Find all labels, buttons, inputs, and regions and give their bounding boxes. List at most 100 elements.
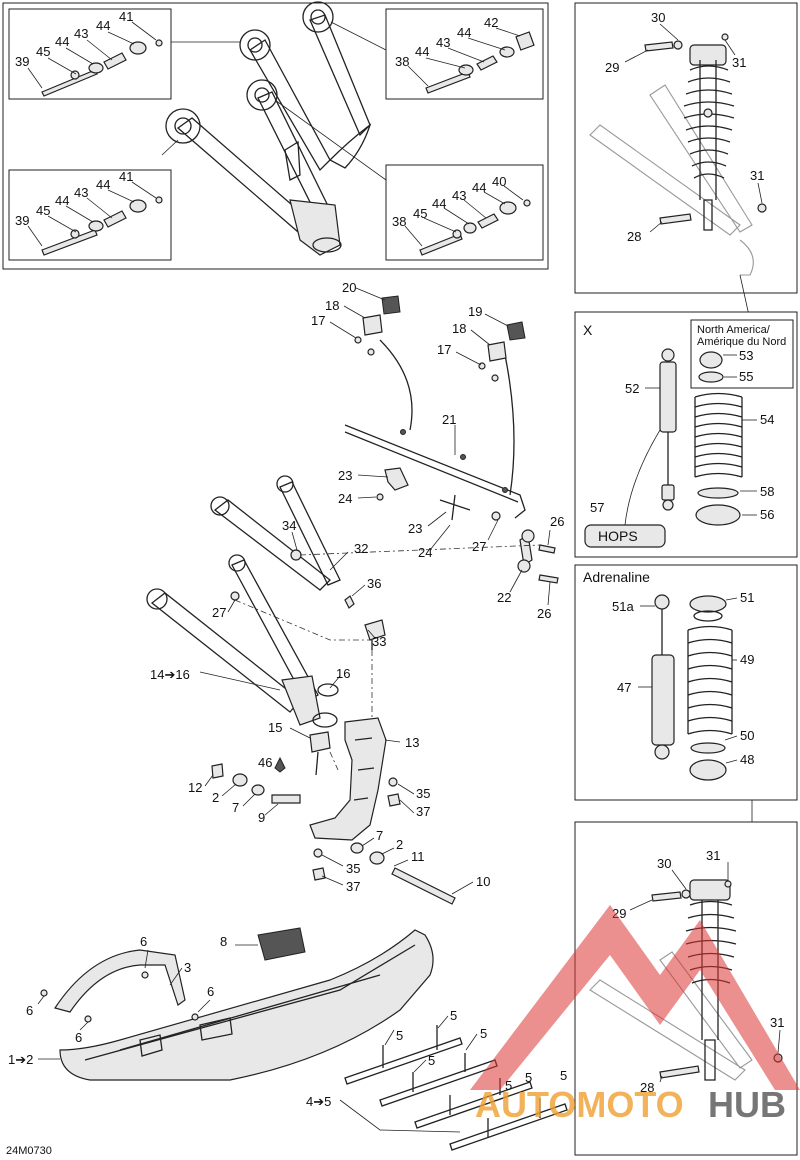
spindle-drawing: 13 (309, 717, 419, 841)
callout-7: 7 (376, 828, 383, 843)
bushing-inset-top-left: 39 45 44 43 44 41 (8, 8, 172, 100)
callout-54: 54 (760, 412, 774, 427)
shock-panel-x: X North America/ Amérique du Nord 53 55 … (574, 311, 798, 558)
shock-panel-adrenaline-frame (574, 564, 798, 801)
callout-37: 37 (346, 879, 360, 894)
callout-6: 6 (140, 934, 147, 949)
shock-panel-adrenaline: Adrenaline 51a 47 51 49 50 48 (574, 564, 798, 801)
figure-code: 24M0730 (6, 1145, 52, 1157)
callout-6: 6 (75, 1030, 82, 1045)
sway-bar-assembly: 20 18 17 19 18 17 21 23 24 23 24 27 26 2… (311, 280, 564, 621)
callout-35: 35 (416, 786, 430, 801)
callout-53: 53 (739, 348, 753, 363)
callout-5: 5 (480, 1026, 487, 1041)
callout-14-16: 14➔16 (150, 667, 190, 682)
callout-1-2: 1➔2 (8, 1052, 33, 1067)
callout-26: 26 (537, 606, 551, 621)
callout-5: 5 (428, 1053, 435, 1068)
callout-11: 11 (411, 849, 425, 864)
callout-30: 30 (651, 10, 665, 25)
watermark-text-a: AUTOMOTO (475, 1084, 684, 1125)
ski-runners: 5 5 5 5 5 5 5 4➔5 (306, 1008, 568, 1151)
callout-58: 58 (760, 484, 774, 499)
callout-36: 36 (367, 576, 381, 591)
callout-5: 5 (525, 1070, 532, 1085)
callout-28: 28 (627, 229, 641, 244)
callout-31: 31 (750, 168, 764, 183)
callout-18: 18 (325, 298, 339, 313)
callout-31: 31 (770, 1015, 784, 1030)
callout-4-5: 4➔5 (306, 1094, 331, 1109)
callout-34: 34 (282, 518, 296, 533)
callout-31: 31 (732, 55, 746, 70)
callout-40: 40 (492, 174, 506, 189)
hops-decal-text: HOPS (598, 528, 638, 544)
callout-3: 3 (184, 960, 191, 975)
callout-44: 44 (432, 196, 446, 211)
watermark-text-b: HUB (708, 1084, 786, 1125)
bushing-inset-bottom-right: 38 45 44 43 44 40 (385, 164, 544, 261)
callout-24: 24 (338, 491, 352, 506)
callout-51: 51 (740, 590, 754, 605)
upper-a-arm-drawing (239, 1, 372, 172)
callout-2: 2 (212, 790, 219, 805)
callout-45: 45 (413, 206, 427, 221)
callout-57: 57 (590, 500, 604, 515)
callout-47: 47 (617, 680, 631, 695)
callout-48: 48 (740, 752, 754, 767)
callout-45: 45 (36, 44, 50, 59)
callout-15: 15 (268, 720, 282, 735)
damper-52 (659, 348, 677, 511)
callout-12: 12 (188, 780, 202, 795)
callout-9: 9 (258, 810, 265, 825)
callout-20: 20 (342, 280, 356, 295)
callout-52: 52 (625, 381, 639, 396)
callout-43: 43 (436, 35, 450, 50)
watermark-logo: AUTOMOTO HUB (470, 905, 800, 1125)
shock-install-panel-top: 30 29 31 31 28 (574, 2, 798, 321)
callout-17: 17 (437, 342, 451, 357)
callout-18: 18 (452, 321, 466, 336)
callout-44: 44 (472, 180, 486, 195)
panel-x-title: X (583, 322, 593, 338)
callout-23: 23 (338, 468, 352, 483)
callout-28: 28 (640, 1080, 654, 1095)
callout-16: 16 (336, 666, 350, 681)
callout-44: 44 (55, 34, 69, 49)
callout-23: 23 (408, 521, 422, 536)
callout-44: 44 (457, 25, 471, 40)
ski-assembly: 6 3 6 6 6 8 1➔2 (8, 927, 434, 1081)
shock-absorber-bottom (685, 879, 737, 1081)
callout-8: 8 (220, 934, 227, 949)
callout-44: 44 (55, 193, 69, 208)
callout-51a: 51a (612, 599, 634, 614)
callout-26: 26 (550, 514, 564, 529)
callout-27: 27 (212, 605, 226, 620)
callout-5: 5 (396, 1028, 403, 1043)
lower-a-arm-drawing (165, 79, 342, 256)
callout-5: 5 (560, 1068, 567, 1083)
region-label-line2: Amérique du Nord (697, 336, 786, 348)
callout-35: 35 (346, 861, 360, 876)
bushing-inset-bottom-left: 39 45 44 43 44 41 (8, 169, 172, 261)
callout-43: 43 (452, 188, 466, 203)
callout-10: 10 (476, 874, 490, 889)
callout-5: 5 (450, 1008, 457, 1023)
callout-39: 39 (15, 54, 29, 69)
callout-46: 46 (258, 755, 272, 770)
damper-47 (651, 594, 675, 760)
callout-17: 17 (311, 313, 325, 328)
callout-37: 37 (416, 804, 430, 819)
callout-6: 6 (207, 984, 214, 999)
callout-2: 2 (396, 837, 403, 852)
callout-44: 44 (96, 177, 110, 192)
callout-38: 38 (395, 54, 409, 69)
panel-adrenaline-title: Adrenaline (583, 569, 650, 585)
callout-49: 49 (740, 652, 754, 667)
callout-33: 33 (372, 634, 386, 649)
callout-32: 32 (354, 541, 368, 556)
callout-24: 24 (418, 545, 432, 560)
callout-38: 38 (392, 214, 406, 229)
callout-39: 39 (15, 213, 29, 228)
callout-43: 43 (74, 185, 88, 200)
